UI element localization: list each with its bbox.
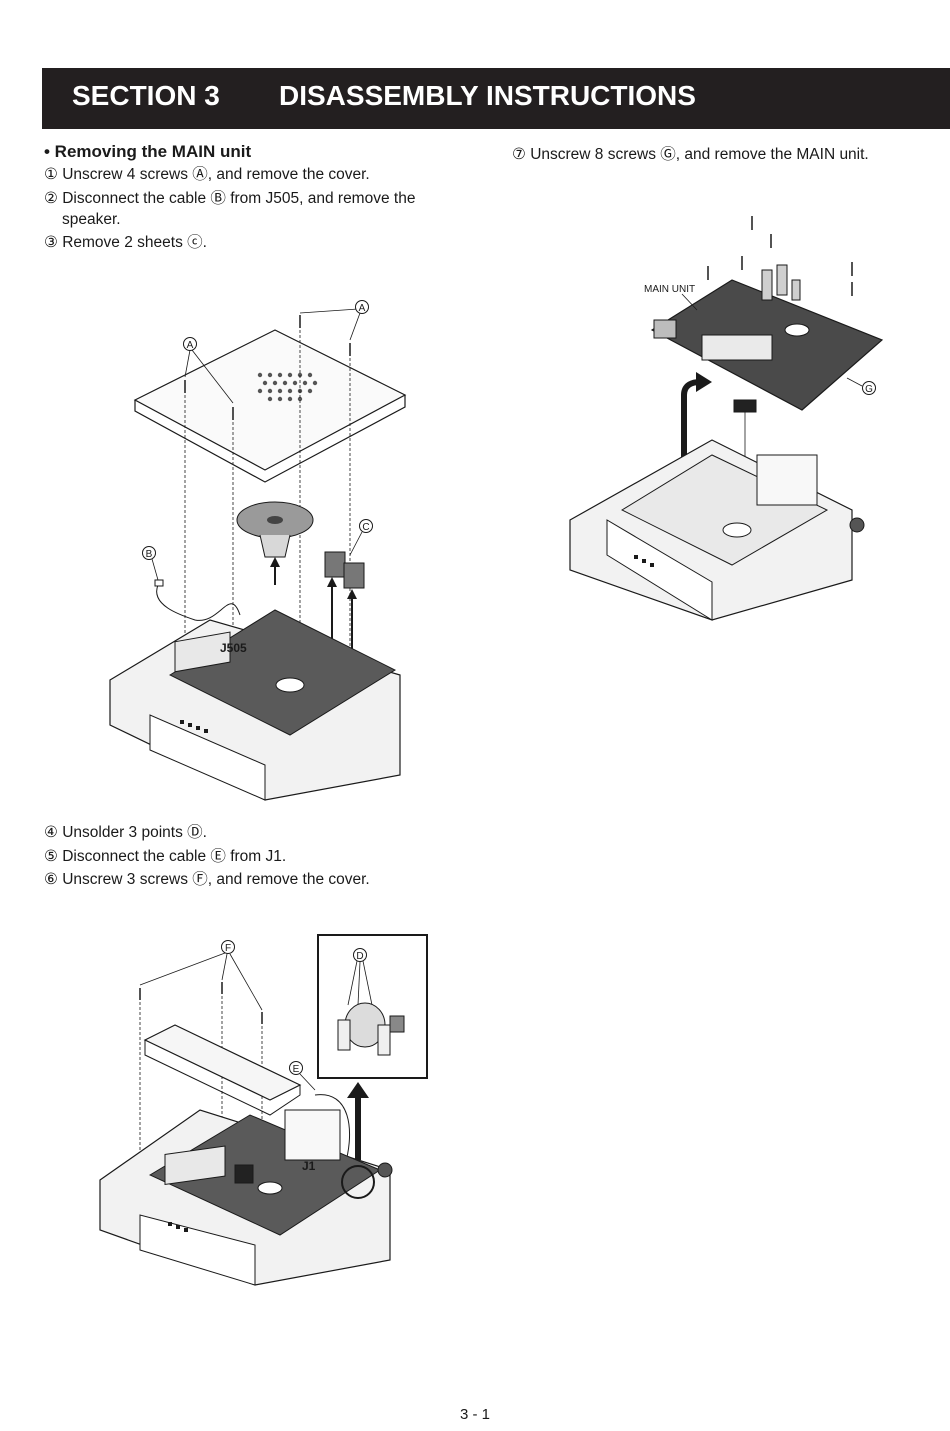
page-number: 3 - 1 <box>459 1406 490 1423</box>
step-5: ⑤ Disconnect the cable Ⓔ from J1. <box>44 848 287 865</box>
step-6: ⑥ Unscrew 3 screws Ⓕ, and remove the cov… <box>44 871 370 888</box>
label-j1: J1 <box>302 1159 316 1173</box>
callout-d: D <box>356 951 363 962</box>
callout-a-top: A <box>359 303 366 314</box>
step-7: ⑦ Unscrew 8 screws Ⓖ, and remove the MAI… <box>512 146 869 163</box>
speaker-grille <box>257 372 318 402</box>
figure-pa-cover-removal: F E J1 D <box>99 934 428 1286</box>
label-main-unit: MAIN UNIT <box>644 284 695 295</box>
callout-a-left: A <box>187 340 194 351</box>
step-3: ③ Remove 2 sheets ⓒ. <box>44 234 207 251</box>
callout-b: B <box>146 549 153 560</box>
sheet-c-1 <box>324 551 346 578</box>
sheet-c-2 <box>343 562 365 589</box>
callout-e: E <box>293 1064 300 1075</box>
pa-cover <box>143 1024 302 1101</box>
section-title: DISASSEMBLY INSTRUCTIONS <box>279 80 696 111</box>
callout-c: C <box>362 522 369 533</box>
callout-f: F <box>225 943 231 954</box>
section-number: SECTION 3 <box>72 80 220 111</box>
step-1: ① Unscrew 4 screws Ⓐ, and remove the cov… <box>44 166 370 183</box>
screws-a <box>184 315 351 420</box>
subsection-heading: • Removing the MAIN unit <box>44 142 252 161</box>
step-4: ④ Unsolder 3 points Ⓓ. <box>44 824 207 841</box>
step-2-continued: speaker. <box>62 211 121 228</box>
screws-f <box>139 982 263 1024</box>
label-j505: J505 <box>220 641 247 655</box>
cable-e <box>314 1094 351 1166</box>
figure-main-unit-removal: MAIN UNIT G <box>569 216 884 621</box>
step-2: ② Disconnect the cable Ⓑ from J505, and … <box>44 190 416 207</box>
section-header-banner: SECTION 3 DISASSEMBLY INSTRUCTIONS <box>42 68 950 129</box>
figure-cover-removal: A A C B J505 <box>109 300 407 801</box>
screws-g <box>707 216 853 296</box>
cable-b <box>156 584 241 621</box>
callout-g: G <box>865 384 873 395</box>
